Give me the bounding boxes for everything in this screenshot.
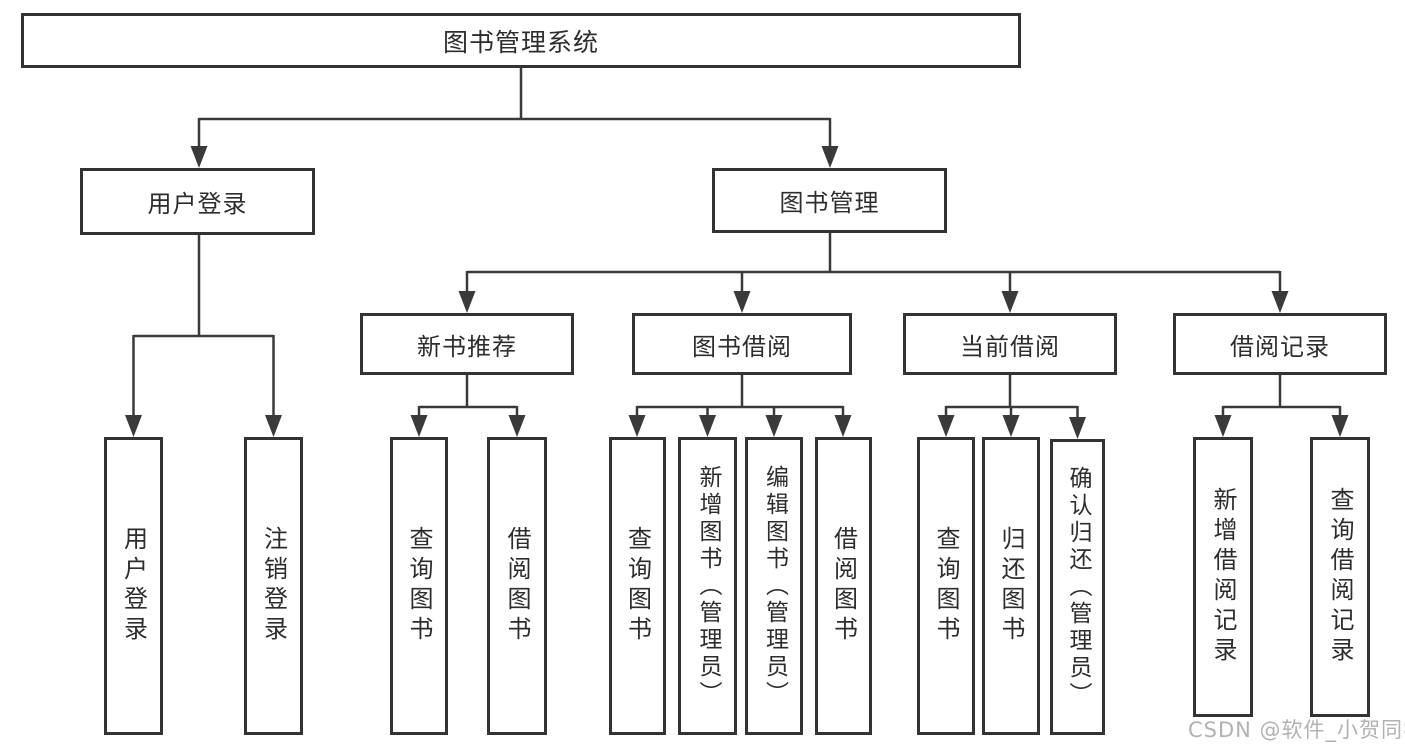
leaf-borrow-books-recommend: 借阅图书 xyxy=(487,437,547,735)
node-user-login-label: 用户登录 xyxy=(147,190,248,218)
node-root: 图书管理系统 xyxy=(21,13,1021,68)
leaf-query-books-borrowing: 查询图书 xyxy=(609,437,666,735)
leaf-confirm-return-admin-label: 确认归还（管理员） xyxy=(1065,465,1091,709)
leaf-return-books: 归还图书 xyxy=(982,437,1040,735)
leaf-add-books-admin: 新增图书（管理员） xyxy=(678,437,737,735)
leaf-edit-books-admin-label: 编辑图书（管理员） xyxy=(761,464,788,708)
node-book-borrowing: 图书借阅 xyxy=(632,313,852,375)
leaf-return-books-label: 归还图书 xyxy=(997,526,1025,646)
leaf-query-books-current: 查询图书 xyxy=(917,437,975,735)
node-user-login: 用户登录 xyxy=(80,168,315,235)
leaf-query-books-borrowing-label: 查询图书 xyxy=(623,526,652,646)
leaf-query-books-recommend: 查询图书 xyxy=(390,437,448,735)
leaf-add-books-admin-label: 新增图书（管理员） xyxy=(695,464,721,708)
leaf-query-books-current-label: 查询图书 xyxy=(932,526,960,646)
node-borrowing-records-label: 借阅记录 xyxy=(1230,332,1330,361)
leaf-add-borrow-record-label: 新增借阅记录 xyxy=(1209,487,1237,667)
node-borrowing-records: 借阅记录 xyxy=(1173,313,1387,375)
leaf-logout: 注销登录 xyxy=(244,437,303,735)
leaf-edit-books-admin: 编辑图书（管理员） xyxy=(745,437,803,735)
node-book-management-label: 图书管理 xyxy=(779,189,880,217)
leaf-confirm-return-admin: 确认归还（管理员） xyxy=(1050,439,1105,735)
node-book-borrowing-label: 图书借阅 xyxy=(692,332,792,361)
leaf-logout-label: 注销登录 xyxy=(259,526,288,646)
node-new-book-recommend: 新书推荐 xyxy=(360,313,574,375)
leaf-borrow-books-label: 借阅图书 xyxy=(829,526,858,646)
leaf-user-login-label: 用户登录 xyxy=(119,526,148,646)
leaf-add-borrow-record: 新增借阅记录 xyxy=(1193,437,1253,717)
leaf-borrow-books: 借阅图书 xyxy=(815,437,872,735)
node-current-borrowing-label: 当前借阅 xyxy=(960,332,1060,361)
leaf-user-login: 用户登录 xyxy=(104,437,163,735)
leaf-borrow-books-recommend-label: 借阅图书 xyxy=(503,526,531,646)
node-new-book-recommend-label: 新书推荐 xyxy=(417,332,517,361)
node-book-management: 图书管理 xyxy=(712,168,947,233)
leaf-query-books-recommend-label: 查询图书 xyxy=(405,526,433,646)
leaf-query-borrow-record-label: 查询借阅记录 xyxy=(1326,487,1354,667)
watermark-text: CSDN @软件_小贺同学 xyxy=(1188,718,1405,742)
node-current-borrowing: 当前借阅 xyxy=(903,313,1117,375)
leaf-query-borrow-record: 查询借阅记录 xyxy=(1310,437,1370,717)
node-root-label: 图书管理系统 xyxy=(442,27,599,57)
